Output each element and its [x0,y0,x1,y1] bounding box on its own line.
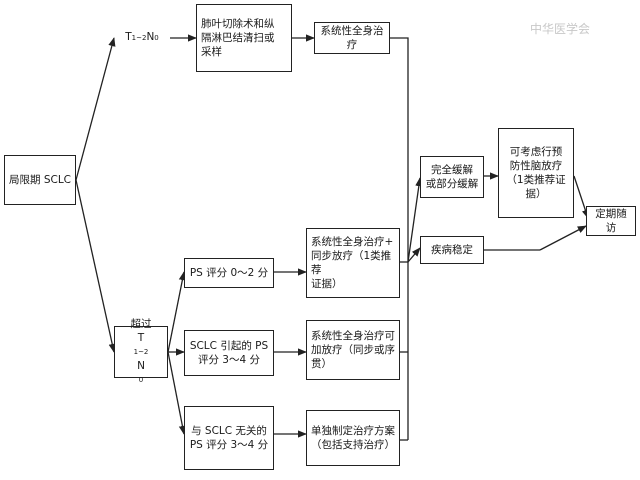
ps-other-node: 与 SCLC 无关的 PS 评分 3～4 分 [184,406,274,470]
root-node: 局限期 SCLC [4,155,76,205]
ps-sclc-node: SCLC 引起的 PS 评分 3～4 分 [184,330,274,376]
edge-stable-followup-tail [539,225,587,251]
branch-top-n-sub: 0 [154,34,159,42]
treat-radiation-label: 系统性全身治疗可 加放疗（同步或序 贯） [311,330,395,370]
ps-sclc-label: SCLC 引起的 PS 评分 3～4 分 [189,340,269,366]
stable-label: 疾病稳定 [431,244,473,256]
treat-individual-label: 单独制定治疗方案 （包括支持治疗） [311,425,395,451]
pci-node: 可考虑行预 防性脑放疗 （1类推荐证 据） [498,128,574,218]
branch-bottom-n-sub: 0 [138,376,144,384]
branch-top-t-sub: 1~2 [131,34,147,42]
treat-concurrent-label: 系统性全身治疗+ 同步放疗（1类推荐 证据） [311,236,394,290]
edge-collector-response [407,177,423,263]
surgery-node: 肺叶切除术和纵 隔淋巴结清扫或 采样 [196,4,292,72]
treat-individual-node: 单独制定治疗方案 （包括支持治疗） [306,410,400,466]
branch-top-label: T1~2N0 [114,30,170,45]
watermark-text: 中华医学会 [530,22,591,36]
complete-response-node: 完全缓解 或部分缓解 [420,156,484,198]
followup-node: 定期随访 [586,206,636,236]
edge-systemic-collector [390,37,409,440]
ps-0-2-label: PS 评分 0～2 分 [189,267,269,279]
treat-concurrent-node: 系统性全身治疗+ 同步放疗（1类推荐 证据） [306,228,400,298]
systemic-top-label: 系统性全身治疗 [320,25,384,51]
edge-pci-followup [573,175,589,219]
branch-bottom-line1: 超过 [130,318,152,330]
edge-bottom-psother [167,351,187,435]
surgery-label: 肺叶切除术和纵 隔淋巴结清扫或 采样 [201,18,275,58]
treat-radiation-node: 系统性全身治疗可 加放疗（同步或序 贯） [306,320,400,380]
systemic-top-node: 系统性全身治疗 [314,22,390,54]
followup-label: 定期随访 [595,208,627,234]
ps-0-2-node: PS 评分 0～2 分 [184,258,274,288]
branch-top-n: N [146,31,155,43]
edge-collector-stable [407,247,421,263]
edge-root-bottom [75,179,116,353]
ps-other-label: 与 SCLC 无关的 PS 评分 3～4 分 [189,425,269,451]
stable-node: 疾病稳定 [420,236,484,264]
branch-bottom-n: N [137,360,145,372]
branch-top-t: T [125,31,132,43]
edge-root-top [75,37,116,181]
pci-label: 可考虑行预 防性脑放疗 （1类推荐证 据） [506,146,566,200]
branch-bottom-t: T [137,332,145,344]
edge-bottom-ps02 [167,271,186,353]
complete-response-label: 完全缓解 或部分缓解 [425,164,479,190]
branch-bottom-t-sub: 1~2 [133,348,149,356]
root-label: 局限期 SCLC [9,174,72,186]
